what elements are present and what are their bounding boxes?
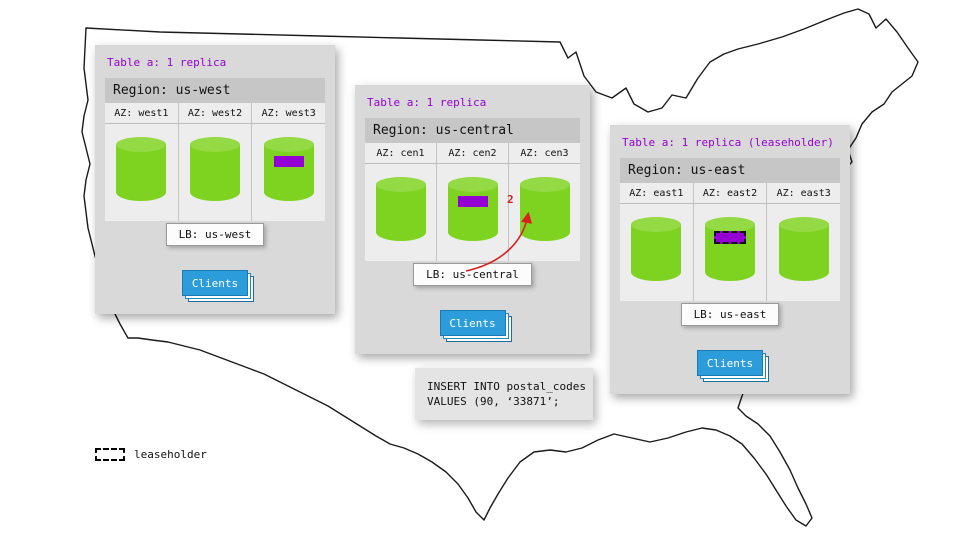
az-cell: AZ: west3 (252, 103, 326, 221)
az-label: AZ: east1 (620, 183, 693, 204)
region-title: Region: us-east (620, 158, 840, 183)
region-title: Region: us-west (105, 78, 325, 103)
az-cell: AZ: east1 (620, 183, 694, 301)
az-label: AZ: east3 (767, 183, 841, 204)
legend-label: leaseholder (134, 448, 207, 461)
load-balancer-box: LB: us-west (165, 223, 265, 246)
az-cell: AZ: west2 (178, 103, 253, 221)
az-label: AZ: west1 (105, 103, 178, 124)
az-cell: AZ: east3 (767, 183, 841, 301)
region-panel-us-central: Table a: 1 replica Region: us-central AZ… (355, 85, 590, 354)
leaseholder-swatch-icon (95, 448, 125, 461)
az-label: AZ: east2 (693, 183, 767, 204)
clients-button: Clients (439, 310, 506, 336)
az-cell: AZ: cen2 (437, 143, 509, 261)
sql-line: INSERT INTO postal_codes (427, 380, 586, 393)
load-balancer-box: LB: us-central (413, 263, 532, 286)
az-row: AZ: west1 AZ: west2 AZ: west3 (105, 103, 326, 221)
az-label: AZ: cen2 (437, 143, 508, 164)
az-row: AZ: east1 AZ: east2 AZ: east3 (620, 183, 841, 301)
table-replica-label: Table a: 1 replica (leaseholder) (622, 136, 834, 149)
az-label: AZ: west2 (178, 103, 252, 124)
region-title: Region: us-central (365, 118, 580, 143)
region-panel-us-west: Table a: 1 replica Region: us-west AZ: w… (95, 45, 335, 314)
load-balancer-box: LB: us-east (680, 303, 780, 326)
replica-marker (273, 156, 304, 167)
az-cell: AZ: west1 (105, 103, 179, 221)
arrow-step-label: 2 (507, 193, 514, 206)
az-cell: AZ: east2 (693, 183, 768, 301)
clients-button: Clients (182, 270, 248, 296)
insert-query-box: INSERT INTO postal_codes VALUES (90, ‘33… (415, 368, 593, 420)
az-cell: AZ: cen3 (509, 143, 580, 261)
database-cylinder (778, 217, 829, 281)
database-cylinder (519, 177, 570, 241)
database-cylinder (190, 137, 240, 201)
database-cylinder (447, 177, 498, 241)
region-panel-us-east: Table a: 1 replica (leaseholder) Region:… (610, 125, 850, 394)
database-cylinder (263, 137, 314, 201)
legend-leaseholder: leaseholder (95, 448, 207, 461)
database-cylinder (375, 177, 426, 241)
database-cylinder (631, 217, 682, 281)
table-replica-label: Table a: 1 replica (107, 56, 227, 69)
database-cylinder (116, 137, 167, 201)
az-cell: AZ: cen1 (365, 143, 437, 261)
database-cylinder (705, 217, 755, 281)
az-label: AZ: west3 (252, 103, 326, 124)
replica-marker (457, 196, 488, 207)
leaseholder-marker (714, 231, 746, 244)
az-row: AZ: cen1 AZ: cen2 AZ: cen3 (365, 143, 580, 261)
clients-button: Clients (697, 350, 763, 376)
table-replica-label: Table a: 1 replica (367, 96, 487, 109)
az-label: AZ: cen1 (365, 143, 436, 164)
az-label: AZ: cen3 (509, 143, 580, 164)
sql-line: VALUES (90, ‘33871’; (427, 395, 560, 408)
